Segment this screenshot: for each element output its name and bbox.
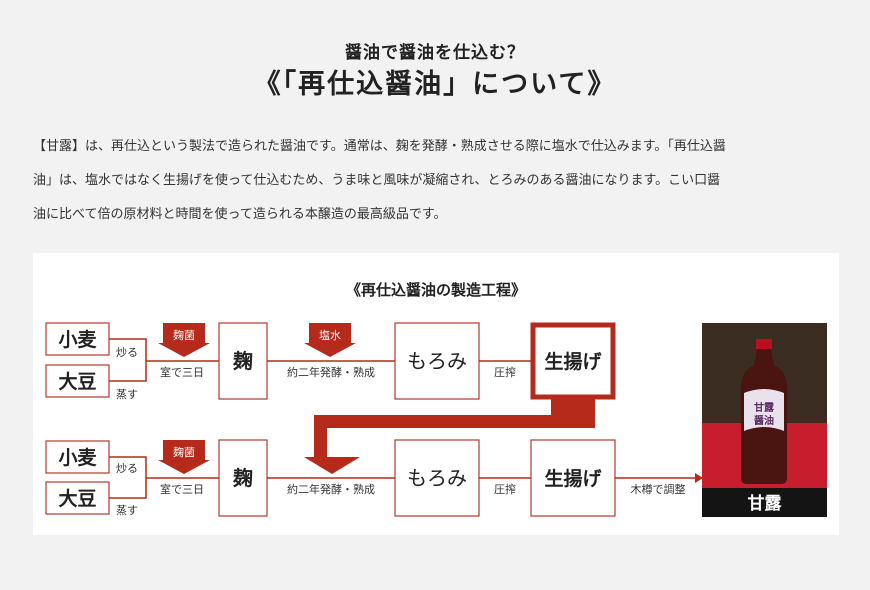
label-roast: 炒る xyxy=(116,462,138,475)
stage-koji: 麹 xyxy=(232,466,253,490)
ingredient-wheat: 小麦 xyxy=(58,328,97,351)
page-title: 《「再仕込醤油」について》 xyxy=(253,69,617,100)
down-arrow-brine xyxy=(304,323,356,357)
ingredient-box-soybean xyxy=(45,364,110,398)
intro-text: 【甘露】は、再仕込という製法で造られた醤油です。通常は、麹を発酵・熟成させる際に… xyxy=(33,130,833,232)
page-subtitle: 醤油で醤油を仕込む？ xyxy=(345,43,525,63)
label-chamber: 室で三日 xyxy=(160,482,204,496)
reuse-raw-arrow xyxy=(304,398,595,474)
bottle-cap xyxy=(756,339,772,349)
label-koji-mold: 麹菌 xyxy=(173,328,195,342)
label-press: 圧搾 xyxy=(494,365,516,379)
row-2: 小麦 大豆 炒る 蒸す 麹菌 室で三日 麹 約二年発酵・熟成 もろみ 圧搾 生揚… xyxy=(45,439,703,517)
ingredient-box-soybean xyxy=(45,481,110,515)
row-1: 小麦 大豆 炒る 蒸す 麹菌 室で三日 麹 塩水 約二年発酵・熟成 もろみ 圧搾 xyxy=(45,322,616,401)
label-steam: 蒸す xyxy=(116,388,138,401)
process-diagram-panel: 《再仕込醤油の製造工程》 小麦 大豆 炒る 蒸す 麹菌 室で三日 麹 塩水 約二… xyxy=(33,253,839,535)
label-steam: 蒸す xyxy=(116,504,138,517)
label-adjust: 木樽で調整 xyxy=(631,482,686,496)
label-brine: 塩水 xyxy=(319,328,341,342)
stage-raw: 生揚げ xyxy=(544,467,602,490)
stage-koji: 麹 xyxy=(232,349,253,373)
stage-moromi: もろみ xyxy=(407,349,467,373)
label-koji-mold: 麹菌 xyxy=(173,445,195,459)
stage-box-moromi xyxy=(394,439,480,517)
stage-raw: 生揚げ xyxy=(544,350,602,373)
process-diagram: 小麦 大豆 炒る 蒸す 麹菌 室で三日 麹 塩水 約二年発酵・熟成 もろみ 圧搾 xyxy=(45,322,827,517)
down-arrow-koji-mold xyxy=(158,323,210,357)
product-photo: 甘露醤油 甘露 xyxy=(702,323,827,517)
stage-box-raw xyxy=(530,439,616,517)
intro-line-2: 油」は、塩水ではなく生揚げを使って仕込むため、うま味と風味が凝縮され、とろみのあ… xyxy=(33,173,721,188)
stage-box-raw xyxy=(530,322,616,400)
intro-line-1: 【甘露】は、再仕込という製法で造られた醤油です。通常は、麹を発酵・熟成させる際に… xyxy=(33,139,726,154)
stage-box-koji xyxy=(218,439,268,517)
bottle-label-text: 甘露醤油 xyxy=(754,401,775,427)
ingredient-wheat: 小麦 xyxy=(58,446,97,469)
merge-bracket xyxy=(109,338,147,382)
product-name: 甘露 xyxy=(748,493,783,514)
down-arrow-koji-mold xyxy=(158,440,210,474)
intro-line-3: 油に比べて倍の原材料と時間を使って造られる本醸造の最高級品です。 xyxy=(33,207,447,222)
bottle-label xyxy=(744,389,784,431)
product-caption-bar xyxy=(702,488,827,517)
label-chamber: 室で三日 xyxy=(160,365,204,379)
arrow-head-icon xyxy=(695,473,703,483)
ingredient-soybean: 大豆 xyxy=(58,487,96,510)
diagram-title: 《再仕込醤油の製造工程》 xyxy=(345,281,526,299)
ingredient-soybean: 大豆 xyxy=(58,370,96,393)
label-ferment: 約二年発酵・熟成 xyxy=(287,482,375,496)
stage-moromi: もろみ xyxy=(407,466,467,490)
label-press: 圧搾 xyxy=(494,482,516,496)
label-ferment: 約二年発酵・熟成 xyxy=(287,365,375,379)
label-roast: 炒る xyxy=(116,346,138,359)
